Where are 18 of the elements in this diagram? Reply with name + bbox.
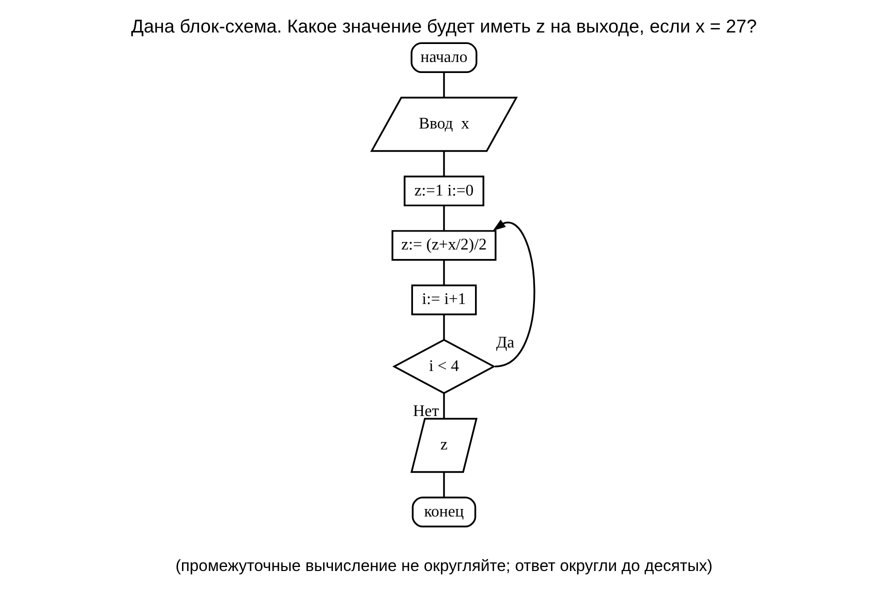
edge-label: Да xyxy=(496,333,514,352)
diagram-title: Дана блок-схема. Какое значение будет иметь z на выходе, если x = 27? xyxy=(130,16,756,37)
connector xyxy=(442,260,444,286)
connector xyxy=(442,394,444,418)
node-box: z:= (z+x/2)/2 xyxy=(391,230,496,261)
node-diamond: i < 4 xyxy=(392,338,496,394)
node-box: z:=1 i:=0 xyxy=(403,176,484,206)
connector xyxy=(442,151,444,176)
connector xyxy=(442,314,444,340)
edge-label: Нет xyxy=(412,402,438,420)
caption: (промежуточные вычисление не округляйте; ответ округли до десятых) xyxy=(174,556,712,575)
connector xyxy=(442,472,444,498)
connector xyxy=(442,206,444,231)
node-box: начало xyxy=(410,42,477,74)
node-box: i:= i+1 xyxy=(410,284,476,316)
arrow xyxy=(492,220,535,368)
node-box: конец xyxy=(411,496,476,528)
connector xyxy=(442,72,444,98)
